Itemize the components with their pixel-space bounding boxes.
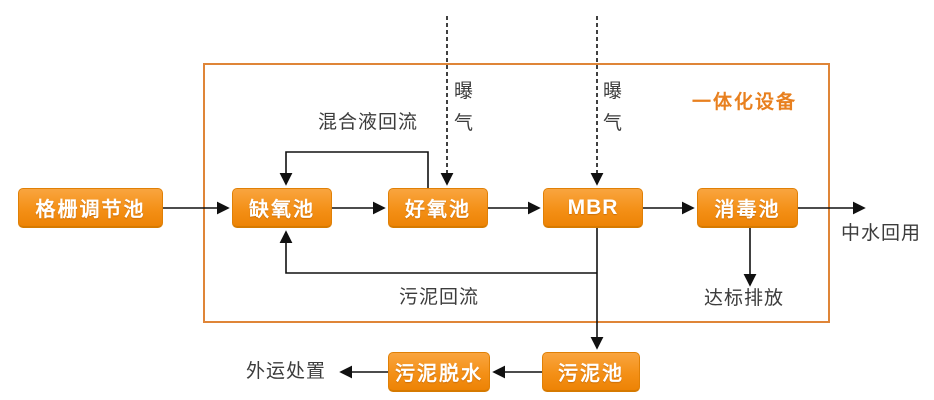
label-aeration-2: 曝气 bbox=[603, 81, 623, 134]
label-reclaimed-water-reuse: 中水回用 bbox=[841, 223, 922, 244]
label-sludge-return: 污泥回流 bbox=[399, 287, 480, 308]
node-sludge-tank: 污泥池 bbox=[542, 352, 640, 392]
label-integrated-equipment: 一体化设备 bbox=[692, 92, 798, 113]
node-grid-regulation-tank: 格栅调节池 bbox=[18, 188, 163, 228]
integrated-equipment-frame bbox=[203, 63, 830, 323]
node-sludge-dewatering: 污泥脱水 bbox=[388, 352, 490, 392]
node-anoxic-tank: 缺氧池 bbox=[232, 188, 332, 228]
node-disinfection-tank: 消毒池 bbox=[697, 188, 798, 228]
label-standard-discharge: 达标排放 bbox=[704, 288, 785, 309]
label-offsite-disposal: 外运处置 bbox=[246, 361, 327, 382]
label-mixed-liquor-return: 混合液回流 bbox=[318, 112, 419, 133]
label-aeration-1: 曝气 bbox=[454, 81, 474, 134]
node-aerobic-tank: 好氧池 bbox=[388, 188, 488, 228]
node-mbr: MBR bbox=[543, 188, 643, 228]
